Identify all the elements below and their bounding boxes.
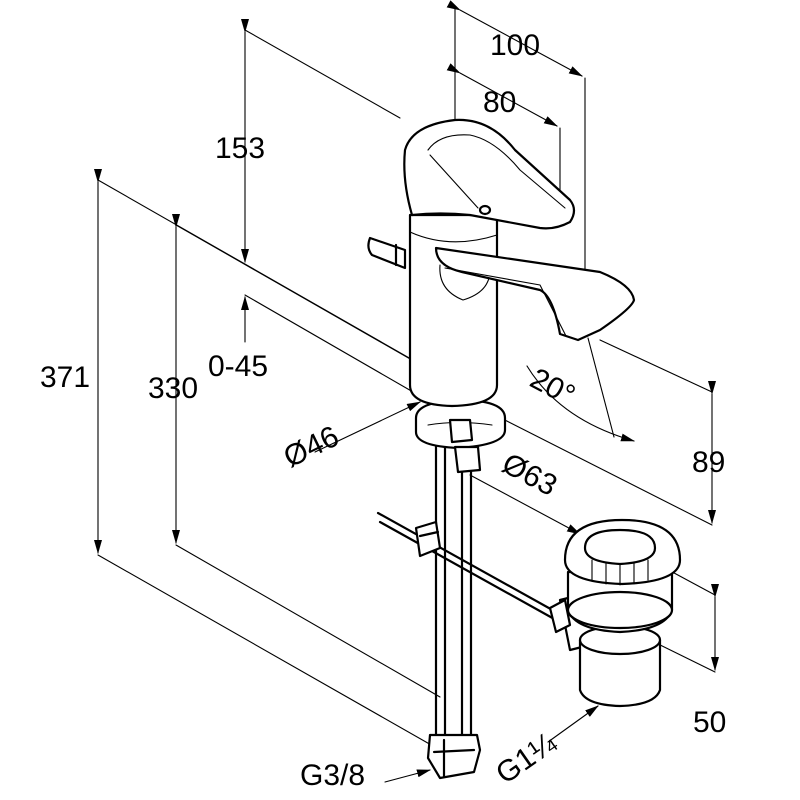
- dim-thread-waste: G1¼: [490, 726, 563, 791]
- dim-height-head: 153: [215, 132, 265, 165]
- dim-height-range: 0-45: [208, 350, 268, 383]
- dim-height-spout: 330: [148, 372, 198, 405]
- dim-diameter-body: Ø46: [279, 420, 344, 475]
- tap-lever: [403, 118, 576, 230]
- dim-width-spout: 80: [483, 86, 516, 119]
- tap-spout: [434, 246, 636, 342]
- waste-valve: [548, 518, 682, 708]
- dim-angle: 20°: [525, 362, 581, 412]
- dim-height-waste: 50: [693, 706, 726, 739]
- popup-rod: [376, 511, 558, 622]
- dim-height-total: 371: [40, 361, 90, 394]
- dimension-lines: [94, 0, 719, 783]
- dim-width-total: 100: [490, 29, 540, 62]
- mounting-fitting: [414, 398, 507, 474]
- supply-hoses: [426, 438, 482, 780]
- dim-thread-supply: G3/8: [300, 759, 365, 792]
- dim-height-outlet: 89: [692, 446, 725, 479]
